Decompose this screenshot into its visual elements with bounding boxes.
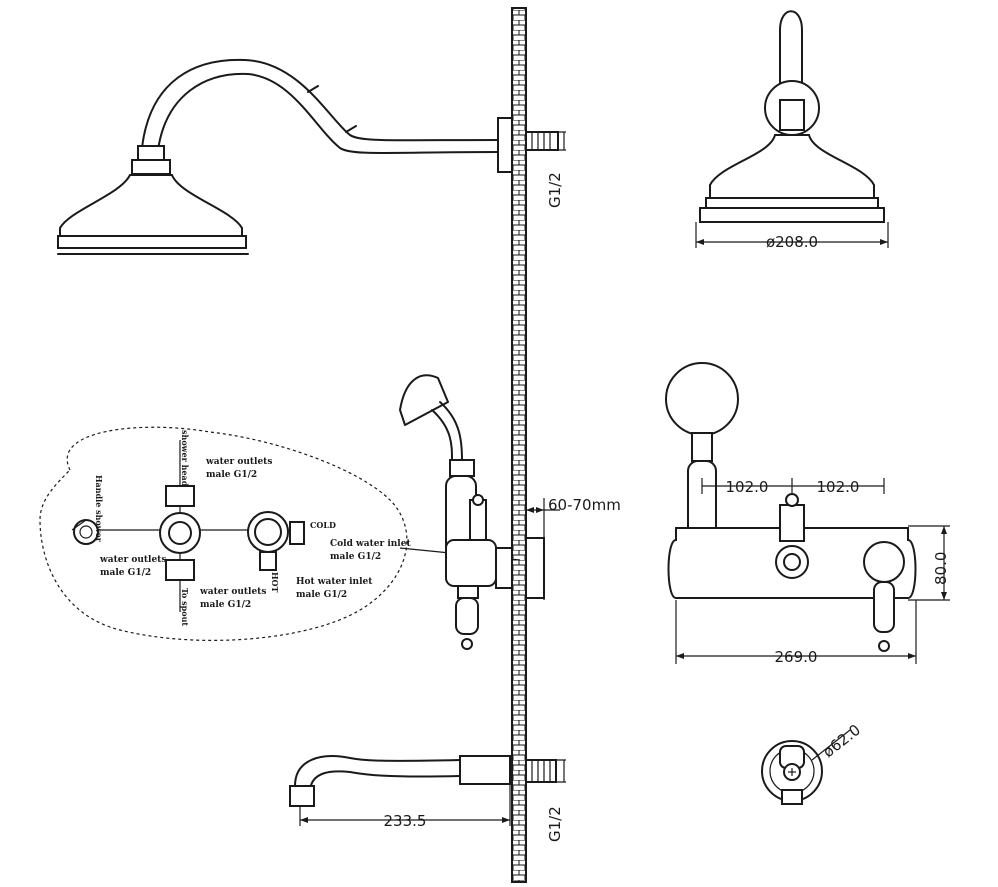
callout-water-outlets-top-male: male G1/2 bbox=[206, 470, 257, 480]
valve-side-view: 60-70mm bbox=[399, 374, 621, 650]
callout-to-shower-head: shower head bbox=[180, 430, 190, 487]
wall-depth-label: 60-70mm bbox=[548, 496, 621, 514]
callout-cold-tag: COLD bbox=[310, 520, 336, 530]
thread-label-bottom: G1/2 bbox=[546, 806, 564, 842]
callout-hot-inlet-male: male G1/2 bbox=[296, 590, 347, 600]
callout-water-outlets-top: water outlets bbox=[205, 457, 272, 467]
shower-head-side-view bbox=[57, 58, 513, 255]
callout-handle-shower: Handle shower bbox=[94, 475, 104, 543]
diverter-knob-front-view: ø62.0 bbox=[761, 721, 864, 805]
callout-cold-inlet: Cold water inlet bbox=[330, 539, 411, 549]
valve-plate-front-view: 102.0 102.0 80.0 269.0 bbox=[665, 362, 950, 666]
callout-hot-tag: HOT bbox=[270, 572, 280, 593]
callout-water-outlets-left: water outlets bbox=[99, 555, 166, 565]
callout-water-outlets-bottom-male: male G1/2 bbox=[200, 600, 251, 610]
callout-hot-inlet: Hot water inlet bbox=[296, 577, 373, 587]
spout-side-view: 233.5 G1/2 bbox=[289, 755, 566, 842]
knob-diameter-label: ø62.0 bbox=[819, 721, 864, 761]
thread-label-top: G1/2 bbox=[546, 172, 564, 208]
spacing-right-label: 102.0 bbox=[817, 478, 860, 496]
shower-head-front-view: ø208.0 bbox=[695, 10, 889, 251]
plate-height-label: 80.0 bbox=[932, 552, 950, 585]
spout-length-label: 233.5 bbox=[384, 812, 427, 830]
callout-to-spout: To spout bbox=[180, 588, 190, 626]
callout-water-outlets-left-male: male G1/2 bbox=[100, 568, 151, 578]
callout-water-outlets-bottom: water outlets bbox=[199, 587, 266, 597]
spacing-left-label: 102.0 bbox=[726, 478, 769, 496]
top-thread-fitting: G1/2 bbox=[525, 131, 566, 208]
wall-section bbox=[511, 7, 527, 883]
callout-cold-inlet-male: male G1/2 bbox=[330, 552, 381, 562]
valve-callout-bubble bbox=[39, 426, 521, 641]
head-diameter-label: ø208.0 bbox=[766, 233, 818, 251]
plate-width-label: 269.0 bbox=[775, 648, 818, 666]
